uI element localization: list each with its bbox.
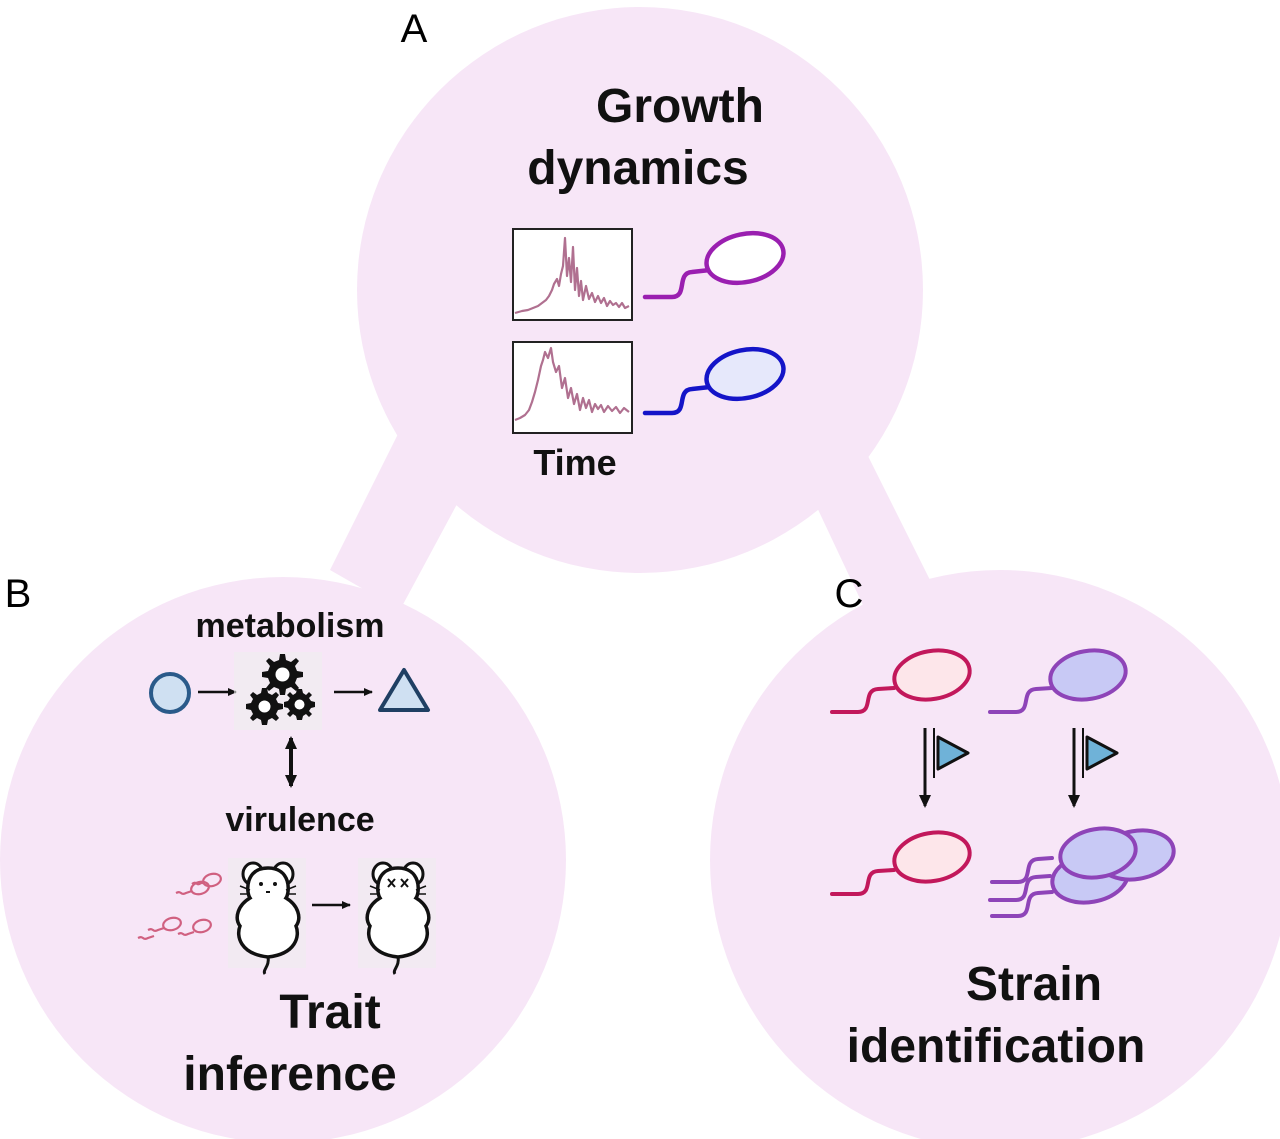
mouse-healthy-icon [228, 858, 306, 975]
panel-c: C Strain identification [830, 572, 1176, 1073]
circle-a [357, 7, 923, 573]
virulence-label: virulence [225, 801, 374, 839]
time-axis-label: Time [533, 442, 616, 483]
substrate-circle-icon [149, 672, 191, 714]
panel-c-title-line1: Strain [966, 958, 1102, 1011]
panel-b: B metabolism virulence [5, 572, 436, 1101]
product-triangle-icon [378, 668, 430, 712]
growth-trace-2 [514, 346, 630, 422]
panel-label-a: A [401, 7, 428, 51]
panel-label-b: B [5, 572, 32, 616]
bacterium-c2-before [988, 648, 1128, 714]
bacterium-a1 [642, 230, 786, 300]
growth-trace-1 [514, 236, 630, 315]
panel-label-c: C [835, 572, 864, 616]
bacterium-a2 [642, 346, 786, 416]
background-shapes [0, 7, 1280, 1139]
panel-a: A Growth dynamics Time [401, 7, 786, 483]
panel-a-title-line2: dynamics [527, 142, 748, 195]
panel-b-title-line2: inference [183, 1048, 396, 1101]
growth-plot-2-frame [512, 341, 633, 434]
panel-a-title-line1: Growth [596, 80, 764, 133]
bacteria-c2-after-cluster [988, 826, 1176, 918]
bacteria-swarm-icon [137, 872, 222, 940]
treatment-flag-icon-c1 [936, 735, 970, 771]
gears-icon [234, 652, 322, 730]
treatment-flag-icon-c2 [1085, 735, 1119, 771]
bacterium-c1-after [830, 830, 972, 896]
mouse-dead-icon [358, 858, 436, 975]
metabolism-label: metabolism [196, 607, 385, 645]
panel-b-title-line1: Trait [279, 986, 380, 1039]
panel-c-title-line2: identification [847, 1020, 1146, 1073]
bacterium-c1-before [830, 648, 972, 714]
